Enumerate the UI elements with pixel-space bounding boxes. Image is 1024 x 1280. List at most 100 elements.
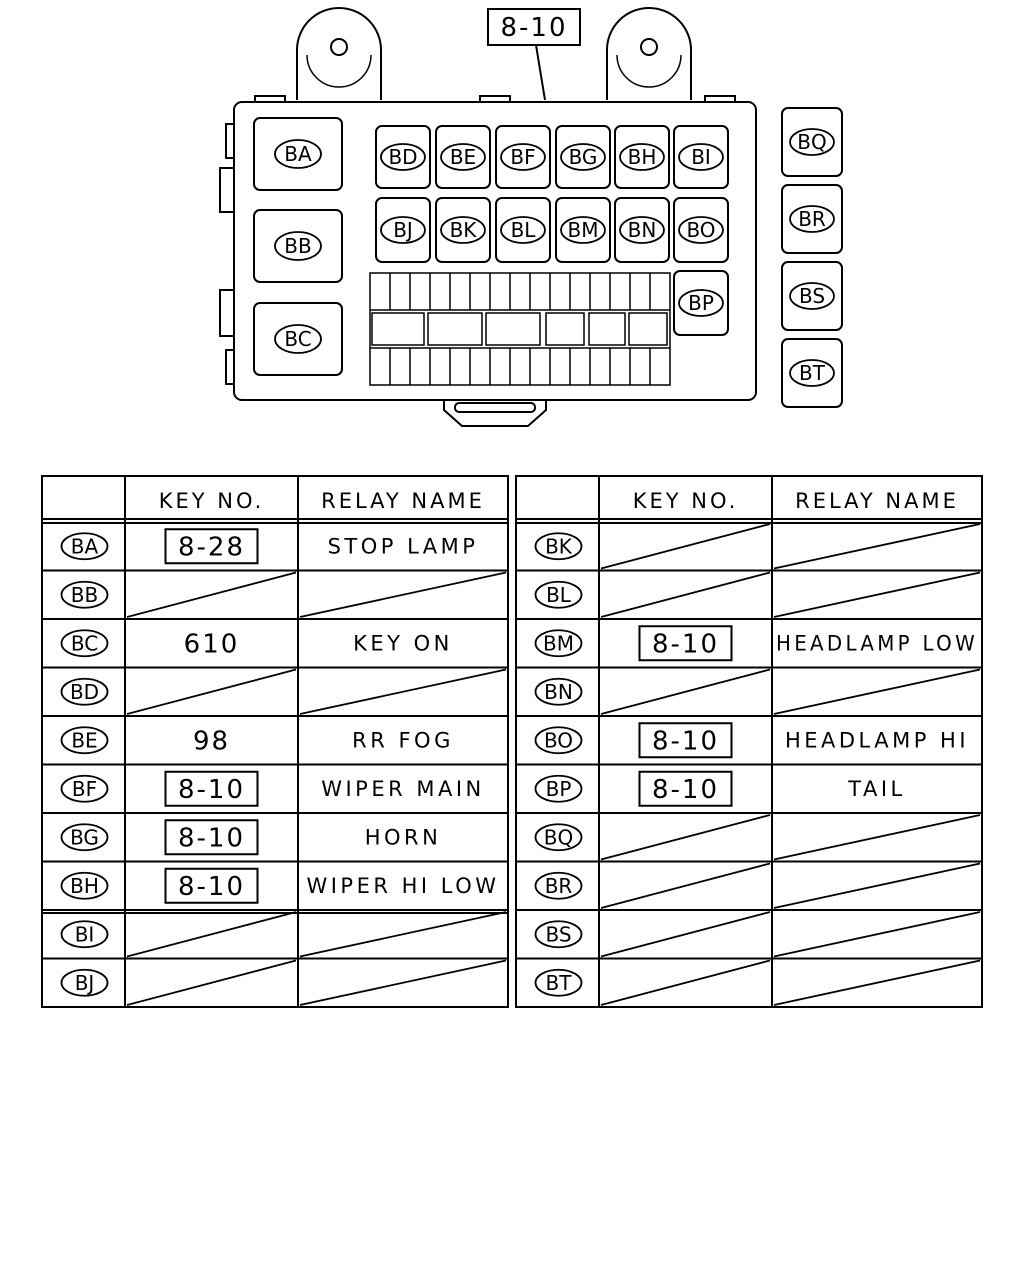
empty-slash <box>126 959 297 1006</box>
table-row: BB <box>42 569 508 618</box>
relay-name-value: TAIL <box>847 777 905 801</box>
key-box <box>638 722 733 759</box>
relay-socket: BD <box>375 125 431 189</box>
socket-oval <box>440 216 486 244</box>
socket-label: BN <box>628 218 657 242</box>
table-row: BP 8-10 TAIL <box>516 763 982 807</box>
key-box <box>164 770 259 807</box>
socket-label: BS <box>799 284 825 308</box>
row-id-oval <box>534 677 583 706</box>
row-id: BN <box>544 680 573 704</box>
relay-name-value: KEY ON <box>353 631 453 655</box>
relay-socket: BS <box>781 261 843 331</box>
row-id-oval <box>60 968 109 997</box>
row-id: BT <box>546 971 573 995</box>
row-id-oval <box>534 629 583 658</box>
bottom-latch <box>443 400 547 427</box>
key-no-value: 8-10 <box>652 629 719 659</box>
socket-oval <box>619 216 665 244</box>
side-bracket <box>219 289 235 337</box>
mounting-tab-right <box>606 7 692 100</box>
relay-socket: BQ <box>781 107 843 177</box>
key-no-value: 8-10 <box>178 823 245 853</box>
empty-slash <box>773 571 981 618</box>
empty-slash <box>126 668 297 715</box>
empty-slash <box>299 668 507 715</box>
socket-oval <box>789 128 835 156</box>
empty-slash <box>773 523 981 570</box>
socket-label: BK <box>450 218 478 242</box>
row-id-oval <box>60 532 109 561</box>
header-relay-name: RELAY NAME <box>321 489 485 513</box>
callout-label: 8-10 <box>500 13 567 43</box>
socket-oval <box>500 216 546 244</box>
socket-oval <box>789 282 835 310</box>
row-id-oval <box>534 726 583 755</box>
table-row: BI <box>42 909 508 958</box>
row-id-oval <box>60 920 109 949</box>
row-id: BE <box>71 728 97 752</box>
row-id: BF <box>72 777 97 801</box>
empty-slash <box>773 668 981 715</box>
key-no-value: 8-10 <box>652 726 719 756</box>
socket-label: BG <box>569 145 598 169</box>
socket-label: BJ <box>393 218 413 242</box>
key-box <box>164 528 259 565</box>
socket-oval <box>560 143 606 171</box>
row-id: BI <box>75 922 95 946</box>
row-id: BA <box>71 534 99 558</box>
row-id-oval <box>534 580 583 609</box>
row-id-oval <box>60 871 109 900</box>
socket-label: BI <box>691 145 711 169</box>
relay-socket: BB <box>253 209 343 283</box>
row-id: BH <box>70 874 99 898</box>
row-id: BJ <box>75 971 95 995</box>
relay-socket: BH <box>614 125 670 189</box>
empty-slash <box>600 523 771 570</box>
socket-label: BE <box>450 145 476 169</box>
row-id: BQ <box>544 825 573 849</box>
socket-label: BM <box>568 218 599 242</box>
key-box <box>638 625 733 662</box>
relay-name-value: STOP LAMP <box>328 534 479 558</box>
row-id: BG <box>70 825 99 849</box>
key-no-value: 8-28 <box>178 532 245 562</box>
relay-socket: BF <box>495 125 551 189</box>
relay-socket: BP <box>673 270 729 336</box>
socket-label: BH <box>628 145 657 169</box>
key-no-value: 8-10 <box>652 775 719 805</box>
socket-label: BA <box>284 142 312 166</box>
row-id-oval <box>534 920 583 949</box>
socket-label: BB <box>284 234 311 258</box>
socket-oval <box>500 143 546 171</box>
header-key-no: KEY NO. <box>159 489 265 513</box>
row-id: BP <box>546 777 572 801</box>
socket-label: BT <box>799 361 826 385</box>
key-no-value: 8-10 <box>178 872 245 902</box>
empty-slash <box>773 911 981 958</box>
empty-slash <box>299 571 507 618</box>
callout: 8-10 <box>487 8 581 101</box>
table-row: BQ <box>516 812 982 861</box>
socket-label: BR <box>798 207 826 231</box>
socket-oval <box>678 216 724 244</box>
row-id-oval <box>534 774 583 803</box>
socket-oval <box>274 139 322 169</box>
empty-slash <box>600 862 771 909</box>
fuse-box-drawing <box>219 7 757 427</box>
table-row: BL <box>516 569 982 618</box>
relay-socket: BM <box>555 197 611 263</box>
relay-socket: BK <box>435 197 491 263</box>
empty-slash <box>600 911 771 958</box>
table-row: BJ <box>42 957 508 1006</box>
socket-oval <box>274 324 322 354</box>
header-relay-name: RELAY NAME <box>795 489 959 513</box>
row-id: BC <box>71 631 98 655</box>
